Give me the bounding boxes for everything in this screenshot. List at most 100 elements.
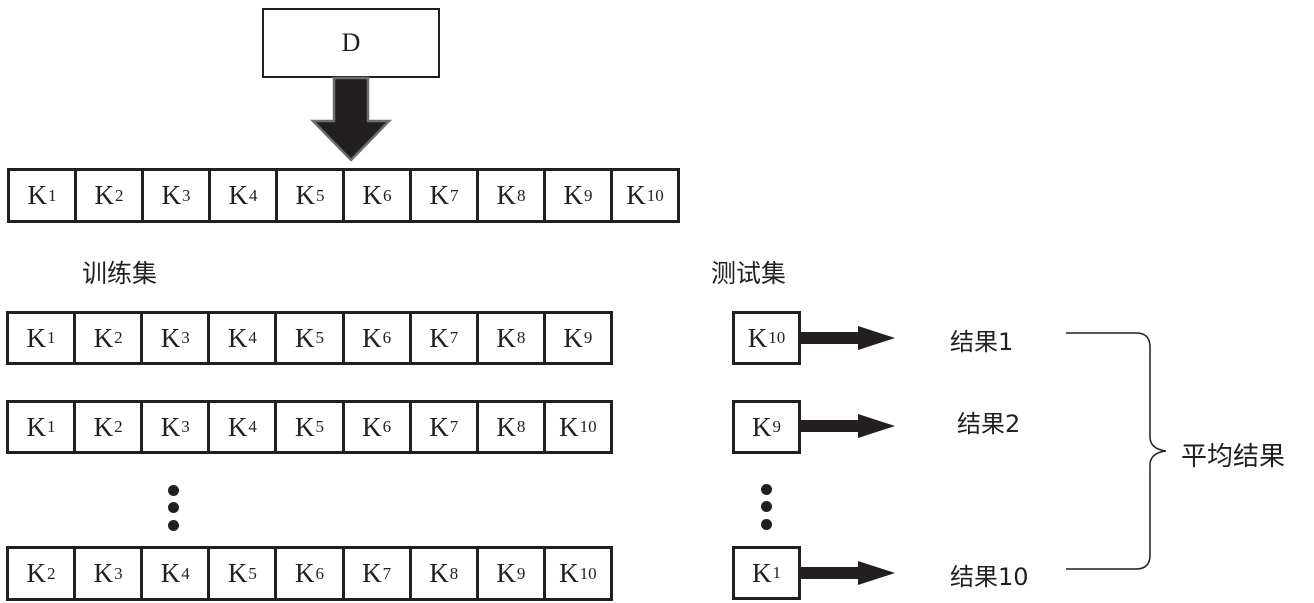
fold-symbol: K [429,322,449,353]
average-brace [1066,332,1167,570]
ellipsis-dot-train-1 [168,485,179,496]
ellipsis-dot-test-3 [761,519,772,530]
result-label-2: 结果2 [957,410,1021,438]
fold-symbol: K [26,322,47,353]
fold-symbol: K [563,322,583,353]
dataset-box-d: D [262,8,440,78]
fold-symbol: K [160,558,181,588]
fold-symbol: K [26,411,47,442]
ellipsis-dot-train-3 [168,520,179,531]
fold-symbol: K [362,180,383,210]
fold-symbol: K [496,322,516,353]
fold-symbol: K [160,322,181,353]
result-arrow-1 [800,326,895,350]
fold-symbol: K [496,180,517,210]
fold-symbol: K [93,322,114,353]
ellipsis-dot-test-1 [761,484,772,495]
fold-symbol: K [563,180,584,210]
fold-symbol: K [295,180,316,210]
fold-symbol: K [429,558,449,588]
fold-symbol: K [559,411,579,442]
result-label-10: 结果10 [950,563,1029,591]
fold-symbol: K [93,558,114,588]
fold-symbol: K [26,558,47,588]
fold-symbol: K [752,411,772,442]
average-result-label: 平均结果 [1181,442,1286,472]
fold-symbol: K [747,322,768,353]
fold-symbol: K [496,558,516,588]
fold-symbol: K [228,180,249,210]
result-arrow-10 [800,561,895,585]
fold-symbol: K [626,180,646,210]
fold-symbol: K [227,411,248,442]
training-set-label: 训练集 [82,259,158,288]
fold-symbol: K [161,180,182,210]
fold-symbol: K [227,322,248,353]
fold-symbol: K [429,180,450,210]
fold-symbol: K [93,411,114,442]
result-label-1: 结果1 [950,328,1014,356]
dataset-label: D [341,28,361,57]
fold-symbol: K [362,558,382,588]
result-arrow-2 [800,414,895,438]
fold-symbol: K [429,411,449,442]
fold-symbol: K [227,558,248,588]
fold-symbol: K [294,558,315,588]
test-set-label: 测试集 [711,259,787,288]
fold-symbol: K [752,557,772,588]
fold-symbol: K [496,411,516,442]
ellipsis-dot-train-2 [168,502,179,513]
split-down-arrow [310,76,392,162]
fold-symbol: K [294,322,315,353]
fold-symbol: K [94,180,115,210]
fold-symbol: K [362,411,382,442]
fold-symbol: K [160,411,181,442]
fold-symbol: K [559,558,579,588]
